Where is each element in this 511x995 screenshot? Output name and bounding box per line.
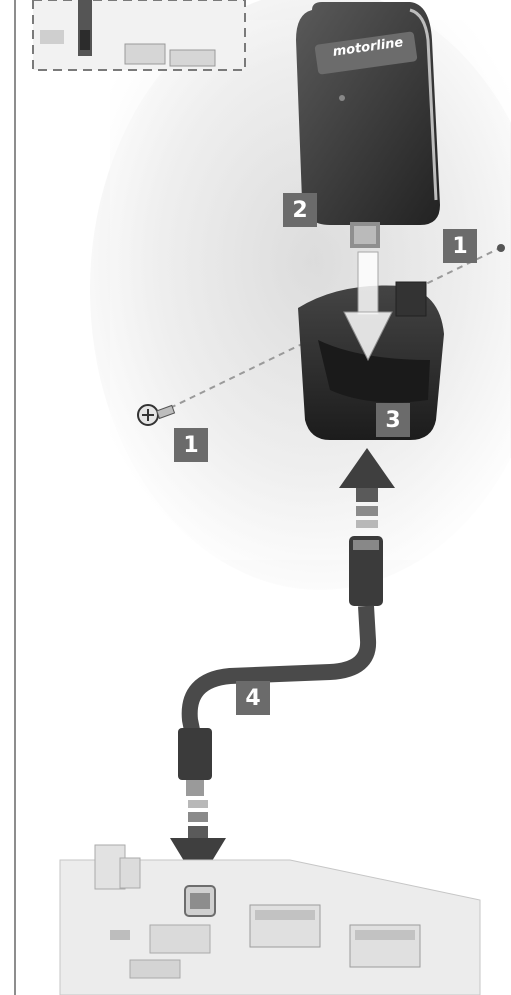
screw-hole-icon xyxy=(497,244,505,252)
step-badge-cradle: 3 xyxy=(376,403,410,437)
step-badge-screw-left: 1 xyxy=(174,428,208,462)
inset-thumbnail xyxy=(33,0,245,70)
control-board xyxy=(60,845,480,995)
step-badge-insert: 2 xyxy=(283,193,317,227)
step-badge-screw-right: 1 xyxy=(443,229,477,263)
step-badge-cable: 4 xyxy=(236,681,270,715)
